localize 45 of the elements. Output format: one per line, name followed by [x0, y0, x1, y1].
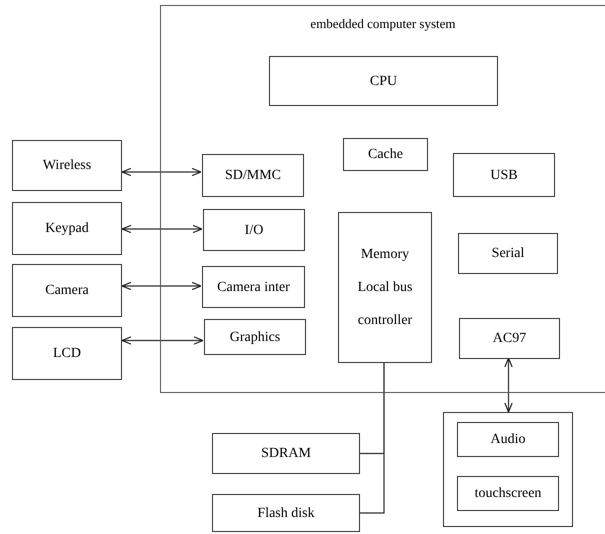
arrow — [121, 336, 204, 345]
box-label: Flash disk — [256, 504, 316, 522]
box-label: SDRAM — [260, 445, 312, 463]
box-label: Cache — [367, 146, 404, 164]
component-box — [12, 264, 122, 317]
component-box — [12, 202, 122, 255]
box-label: USB — [489, 166, 519, 184]
box-label: Camera — [44, 282, 90, 300]
box-label: Memory Local bus controller — [356, 246, 414, 330]
component-box — [338, 212, 432, 363]
component-box — [453, 153, 555, 197]
component-box — [12, 140, 122, 191]
box-label: SD/MMC — [224, 167, 282, 185]
box-label: Serial — [490, 245, 526, 263]
box-label: touchscreen — [474, 485, 542, 503]
component-box — [204, 319, 306, 355]
component-box — [202, 266, 305, 308]
component-box — [212, 494, 360, 532]
component-box — [12, 327, 122, 380]
component-box — [457, 476, 559, 511]
component-box — [202, 154, 304, 197]
arrow — [121, 168, 202, 176]
box-label: Camera inter — [216, 278, 291, 296]
frame-title: embedded computer system — [310, 15, 456, 33]
arrow — [504, 357, 513, 413]
component-box — [203, 209, 305, 251]
box-label: Keypad — [44, 220, 90, 238]
box-label: AC97 — [492, 330, 528, 348]
component-box — [458, 233, 558, 274]
component-box — [212, 433, 360, 474]
box-label: Graphics — [228, 328, 282, 346]
system-frame — [160, 5, 605, 393]
connector-line — [360, 362, 385, 514]
box-label: Audio — [490, 431, 526, 449]
arrow — [121, 224, 203, 234]
box-label: I/O — [244, 222, 264, 240]
component-box — [343, 138, 428, 171]
box-label: Wireless — [42, 157, 92, 175]
box-label: LCD — [52, 345, 82, 363]
group-box — [443, 412, 573, 527]
arrow — [121, 282, 202, 290]
component-box — [459, 318, 560, 359]
component-box — [457, 422, 559, 457]
component-box — [269, 56, 498, 106]
box-label: CPU — [368, 72, 398, 90]
